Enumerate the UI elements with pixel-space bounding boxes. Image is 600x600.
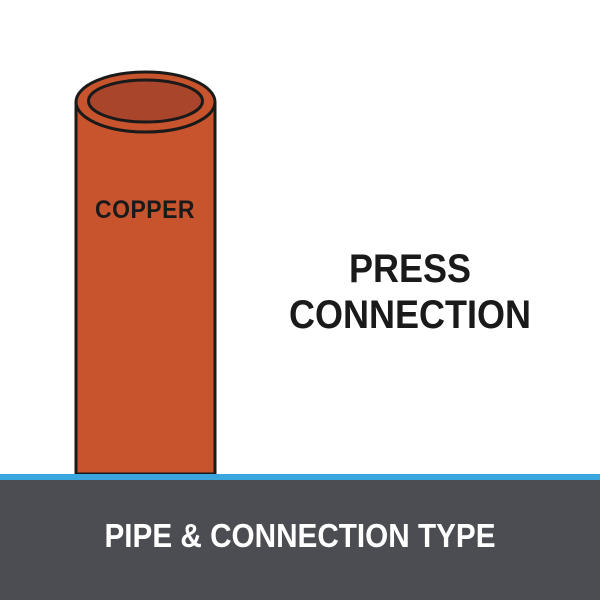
accent-line xyxy=(0,474,600,480)
pipe-material-label: COPPER xyxy=(95,196,195,224)
connection-line-1: PRESS xyxy=(348,247,472,291)
footer-title: PIPE & CONNECTION TYPE xyxy=(104,517,496,554)
pipe-opening xyxy=(87,78,204,124)
pipe-body xyxy=(74,101,217,476)
connection-line-2: CONNECTION xyxy=(288,293,531,337)
connection-type-label: PRESS CONNECTION xyxy=(280,246,541,338)
footer-bar xyxy=(0,480,600,600)
